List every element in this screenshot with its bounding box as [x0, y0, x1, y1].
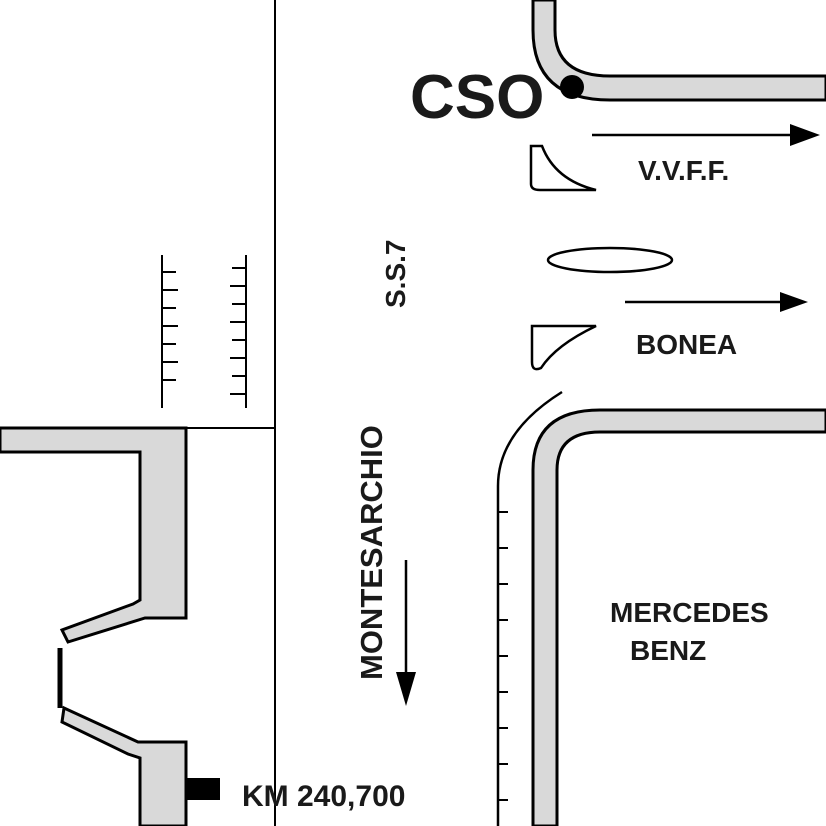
label-vvff: V.V.F.F.	[638, 155, 729, 186]
traffic-island-lower	[530, 324, 597, 371]
traffic-island-upper	[529, 144, 597, 192]
label-montesarchio: MONTESARCHIO	[354, 425, 389, 680]
left-structure	[0, 426, 188, 826]
cso-dot-icon	[560, 75, 584, 99]
scale-marks-right	[230, 255, 247, 408]
label-mercedes: MERCEDES	[610, 597, 769, 628]
curb-ticks	[498, 511, 508, 801]
road-band-top	[531, 0, 826, 102]
label-bonea: BONEA	[636, 329, 737, 360]
arrow-right-icon	[592, 124, 820, 146]
label-ss7: S.S.7	[380, 240, 411, 308]
arrow-right-icon	[625, 292, 808, 312]
label-cso: CSO	[410, 63, 544, 132]
label-benz: BENZ	[630, 635, 706, 666]
label-km: KM 240,700	[242, 780, 405, 813]
scale-marks-left	[161, 255, 178, 408]
junction-curve	[496, 390, 563, 826]
km-marker-icon	[186, 778, 220, 800]
traffic-island-oval	[546, 246, 674, 274]
arrow-down-icon	[396, 560, 416, 706]
road-band-mercedes	[531, 408, 826, 826]
